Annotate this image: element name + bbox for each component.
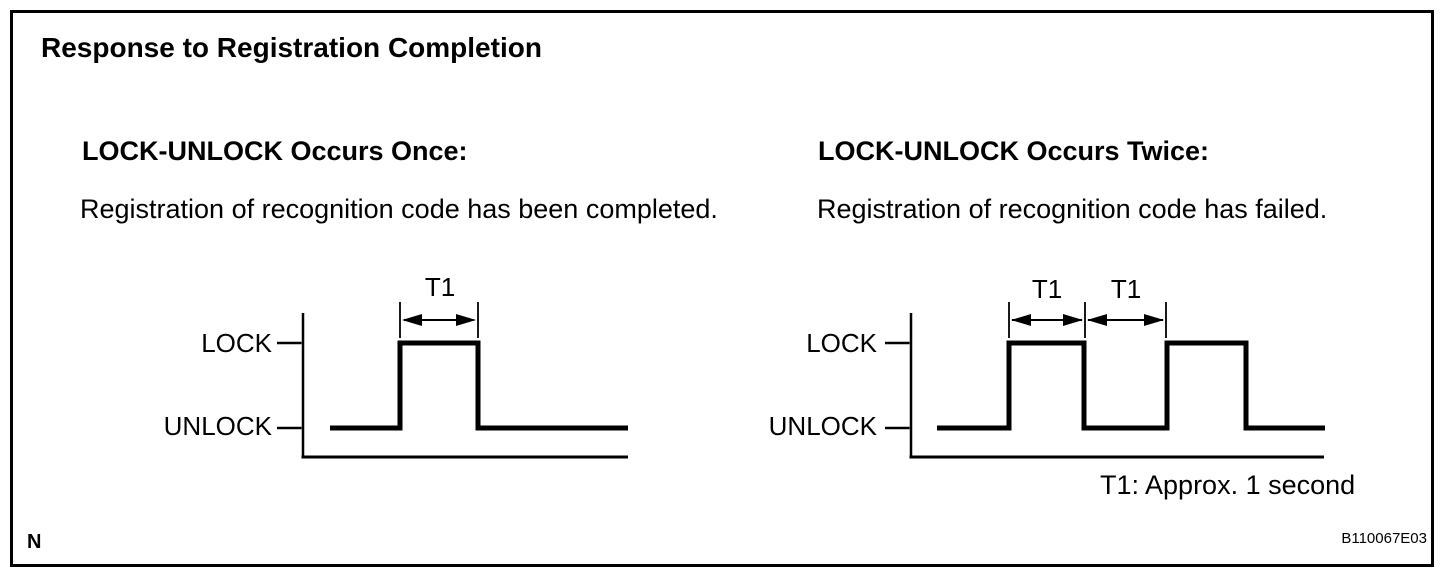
timing-note: T1: Approx. 1 second	[1100, 470, 1356, 500]
page-marker: N	[27, 531, 42, 553]
left-panel-description: Registration of recognition code has bee…	[80, 194, 718, 224]
left-lock-label: LOCK	[201, 328, 272, 358]
left-panel-heading: LOCK-UNLOCK Occurs Once:	[82, 136, 468, 166]
left-t1-label: T1	[424, 272, 456, 302]
right-unlock-label: UNLOCK	[768, 411, 877, 441]
right-lock-label: LOCK	[806, 328, 877, 358]
left-unlock-label: UNLOCK	[163, 411, 272, 441]
right-panel-heading: LOCK-UNLOCK Occurs Twice:	[818, 136, 1210, 166]
right-panel-description: Registration of recognition code has fai…	[817, 194, 1328, 224]
figure-frame	[10, 10, 1434, 567]
figure-code: B110067E03	[1341, 530, 1427, 547]
figure-title: Response to Registration Completion	[41, 32, 542, 63]
right-t1-label-1: T1	[1031, 274, 1063, 304]
right-t1-label-2: T1	[1110, 274, 1142, 304]
